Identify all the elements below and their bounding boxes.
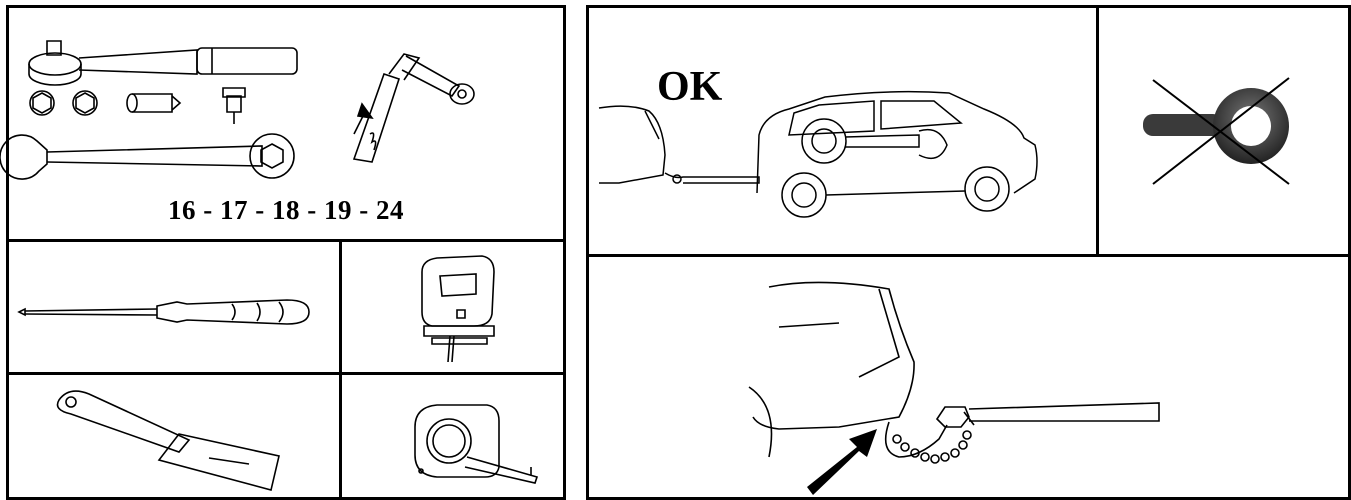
towing-not-ok-cell [1099, 8, 1348, 254]
screwdriver-cell [9, 242, 339, 372]
tow-eye-prohibited-icon [1139, 72, 1309, 192]
tools-panel: 16 - 17 - 18 - 19 - 24 [6, 5, 566, 500]
towing-ok-cell: OK [589, 8, 1096, 254]
towing-vehicle-icon [589, 83, 1089, 223]
jigsaw-cell [342, 242, 563, 372]
socket-wrench-cell: 16 - 17 - 18 - 19 - 24 [9, 8, 563, 241]
ratchet-socket-set-icon [17, 36, 317, 176]
jigsaw-icon [412, 252, 502, 367]
putty-knife-icon [49, 380, 299, 495]
scraper-cell [9, 375, 339, 497]
tow-hook-detail-icon [739, 267, 1339, 497]
tow-hook-detail-cell [589, 257, 1348, 497]
tape-measure-icon [407, 397, 547, 487]
screwdriver-icon [17, 292, 317, 332]
towing-panel: OK [586, 5, 1351, 500]
tool-sizes-label: 16 - 17 - 18 - 19 - 24 [9, 195, 563, 226]
tape-measure-cell [342, 375, 563, 497]
wheel-brace-icon [344, 44, 484, 174]
